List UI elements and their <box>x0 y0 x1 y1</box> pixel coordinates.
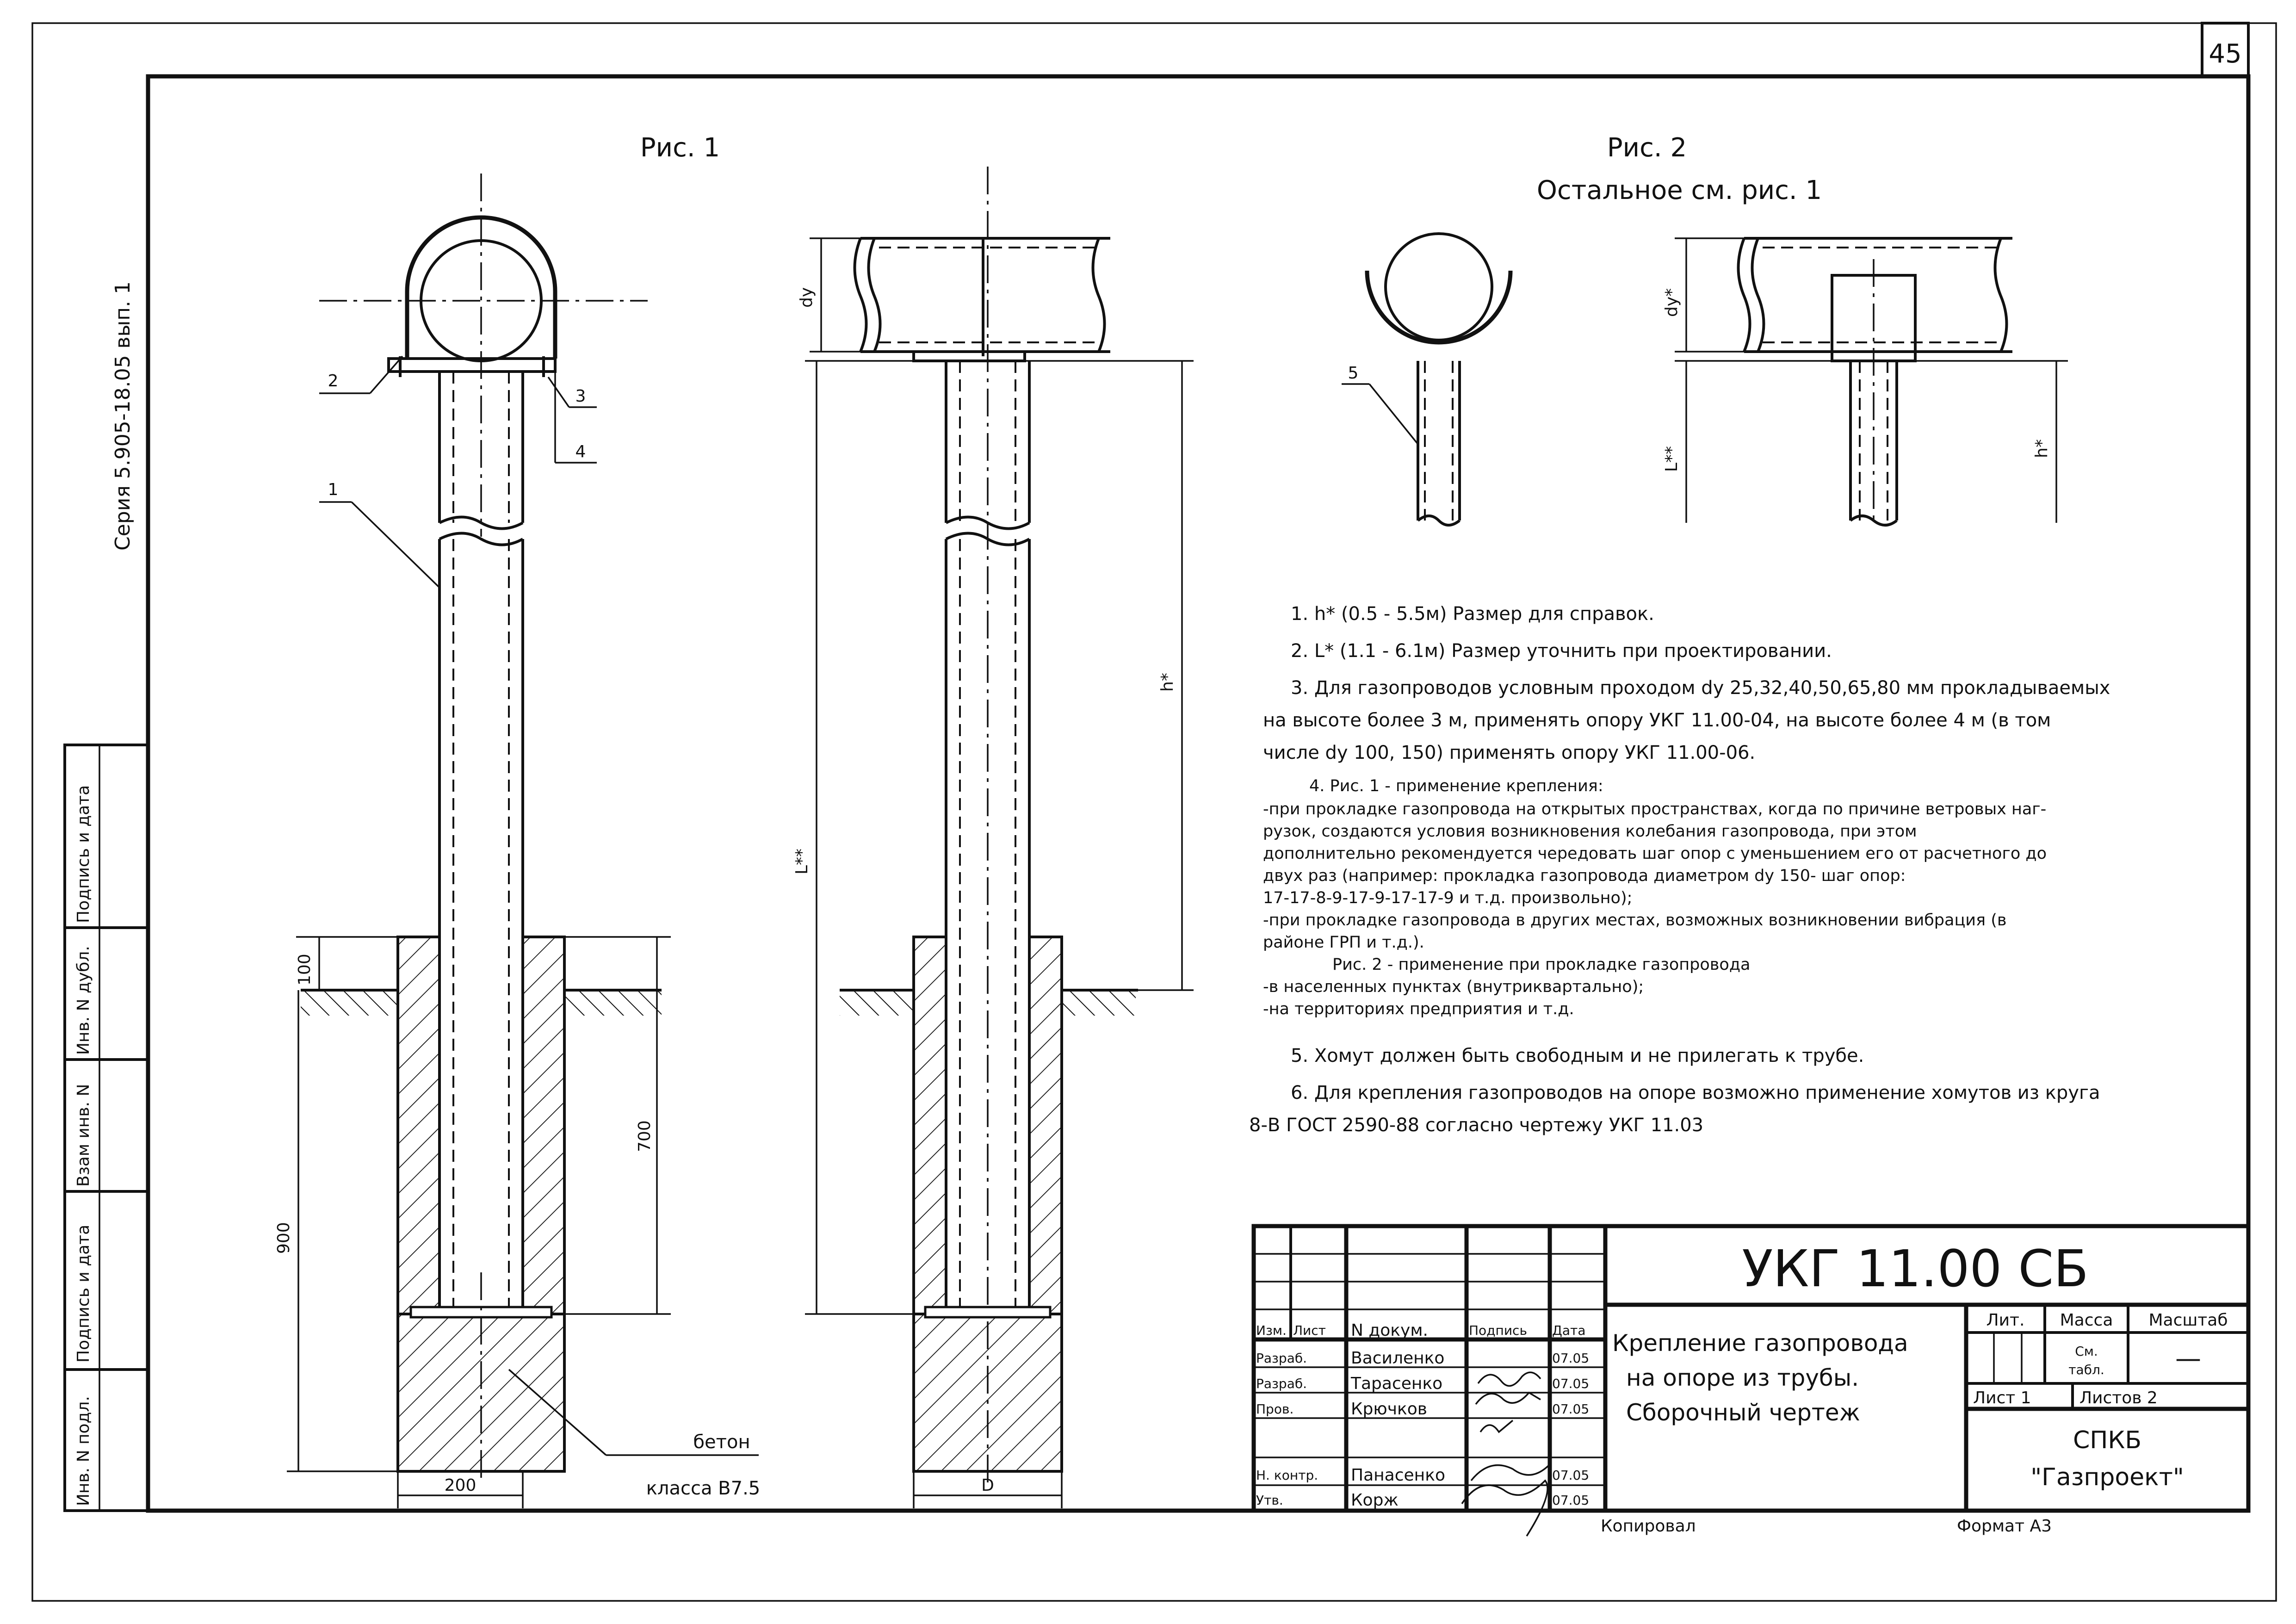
tb-row-2-role: Разраб. <box>1256 1376 1307 1391</box>
note-4-line-11: -на территориях предприятия и т.д. <box>1263 1000 1574 1018</box>
stamp-inv-podl: Инв. N подл. <box>74 1396 93 1506</box>
tb-row-2-date: 07.05 <box>1552 1376 1589 1391</box>
tb-lit: Лит. <box>1987 1311 2025 1330</box>
tb-scale-val: — <box>2175 1344 2201 1374</box>
stamp-inv-dubl: Инв. N дубл. <box>74 946 93 1055</box>
stamp-podpis-data-2: Подпись и дата <box>74 785 93 923</box>
tb-row-5-role: Н. контр. <box>1256 1468 1318 1483</box>
fig1-dim-700: 700 <box>635 1120 654 1152</box>
tb-row-1-role: Разраб. <box>1256 1351 1307 1366</box>
fig1-dim-200: 200 <box>445 1476 477 1495</box>
note-1: 1. h* (0.5 - 5.5м) Размер для справок. <box>1291 603 1654 625</box>
notes: 1. h* (0.5 - 5.5м) Размер для справок. 2… <box>1249 603 2110 1136</box>
side-dim-h: h* <box>1158 673 1177 692</box>
tb-name-3: Сборочный чертеж <box>1626 1399 1860 1426</box>
tb-row-6-date: 07.05 <box>1552 1493 1589 1508</box>
note-6-line-2: 8-В ГОСТ 2590-88 согласно чертежу УКГ 11… <box>1249 1115 1703 1136</box>
note-4-line-1: 4. Рис. 1 - применение крепления: <box>1309 777 1603 795</box>
fig1-callout-3: 3 <box>576 387 586 406</box>
tb-mass: Масса <box>2060 1311 2113 1330</box>
fig1-title: Рис. 1 <box>640 133 720 163</box>
tb-format: Формат А3 <box>1957 1517 2052 1536</box>
fig1-callout-4: 4 <box>576 442 586 461</box>
fig2-dim-L: L** <box>1662 446 1681 472</box>
tb-copied: Копировал <box>1601 1517 1696 1536</box>
concrete-label-2: класса В7.5 <box>646 1478 761 1499</box>
note-4-line-9: Рис. 2 - применение при прокладке газопр… <box>1332 955 1751 974</box>
side-dim-dy: dy <box>797 287 816 308</box>
tb-col-date: Дата <box>1552 1323 1586 1338</box>
tb-row-3-date: 07.05 <box>1552 1401 1589 1417</box>
fig2-callout-5: 5 <box>1348 364 1359 383</box>
fig2-dim-dy: dy* <box>1662 288 1681 317</box>
fig1-dim-100: 100 <box>295 954 314 986</box>
tb-row-3-role: Пров. <box>1256 1401 1293 1417</box>
title-block <box>1251 1224 2251 1537</box>
fig1-callout-1: 1 <box>328 480 339 499</box>
note-3-line-1: 3. Для газопроводов условным проходом dy… <box>1291 677 2110 699</box>
tb-mass-val-1: См. <box>2075 1344 2098 1359</box>
tb-designation: УКГ 11.00 СБ <box>1742 1239 2088 1298</box>
fig1-drawing <box>287 174 759 1508</box>
tb-col-doc: N докум. <box>1351 1321 1428 1340</box>
note-4-line-10: -в населенных пунктах (внутриквартально)… <box>1263 978 1644 996</box>
tb-col-sign: Подпись <box>1469 1323 1527 1338</box>
note-5: 5. Хомут должен быть свободным и не прил… <box>1291 1045 1864 1066</box>
side-stamp <box>63 744 149 1512</box>
stamp-podpis-data-1: Подпись и дата <box>74 1225 93 1363</box>
tb-sheet: Лист 1 <box>1973 1388 2031 1407</box>
tb-row-1-date: 07.05 <box>1552 1351 1589 1366</box>
note-6-line-1: 6. Для крепления газопроводов на опоре в… <box>1291 1082 2100 1103</box>
tb-org-1: СПКБ <box>2073 1426 2141 1454</box>
tb-col-izm: Изм. <box>1256 1323 1287 1338</box>
tb-col-list: Лист <box>1293 1323 1326 1338</box>
tb-row-5-name: Панасенко <box>1351 1466 1445 1485</box>
note-4-line-6: 17-17-8-9-17-9-17-17-9 и т.д. произвольн… <box>1263 889 1632 907</box>
tb-row-6-role: Утв. <box>1256 1493 1283 1508</box>
tb-mass-val-2: табл. <box>2068 1362 2104 1377</box>
side-view-drawing <box>805 167 1194 1508</box>
tb-name-2: на опоре из трубы. <box>1626 1364 1859 1391</box>
tb-sheets: Листов 2 <box>2079 1388 2158 1407</box>
note-2: 2. L* (1.1 - 6.1м) Размер уточнить при п… <box>1291 640 1832 662</box>
fig1-dim-900: 900 <box>274 1222 293 1254</box>
fig2-subtitle: Остальное см. рис. 1 <box>1537 175 1822 205</box>
fig1-callout-2: 2 <box>328 372 339 391</box>
fig2-front-drawing <box>1342 232 1513 527</box>
side-dim-D: D <box>981 1476 994 1495</box>
fig2-side-drawing <box>1675 237 2068 527</box>
tb-scale: Масштаб <box>2148 1311 2228 1330</box>
series-label: Серия 5.905-18.05 вып. 1 <box>111 281 135 551</box>
tb-name-1: Крепление газопровода <box>1612 1330 1908 1357</box>
fig2-dim-h: h* <box>2032 439 2051 458</box>
tb-row-6-name: Корж <box>1351 1491 1399 1510</box>
stamp-vzam-inv: Взам инв. N <box>74 1084 93 1187</box>
note-4-line-5: двух раз (например: прокладка газопровод… <box>1263 867 1906 885</box>
note-4-line-2: -при прокладке газопровода на открытых п… <box>1263 800 2046 818</box>
tb-row-3-name: Крючков <box>1351 1400 1427 1419</box>
concrete-label-1: бетон <box>693 1432 750 1453</box>
note-4-line-3: рузок, создаются условия возникновения к… <box>1263 822 1917 841</box>
note-4-line-4: дополнительно рекомендуется чередовать ш… <box>1263 844 2047 863</box>
sheet-number: 45 <box>2209 39 2241 69</box>
tb-org-2: "Газпроект" <box>2030 1463 2184 1491</box>
note-4-line-7: -при прокладке газопровода в других мест… <box>1263 911 2007 930</box>
tb-row-2-name: Тарасенко <box>1350 1374 1442 1393</box>
note-3-line-2: на высоте более 3 м, применять опору УКГ… <box>1263 710 2051 731</box>
tb-row-1-name: Василенко <box>1351 1349 1444 1368</box>
tb-row-5-date: 07.05 <box>1552 1468 1589 1483</box>
side-dim-L: L** <box>792 849 811 874</box>
note-3-line-3: числе dy 100, 150) применять опору УКГ 1… <box>1263 742 1755 763</box>
fig2-title: Рис. 2 <box>1607 133 1687 163</box>
note-4-line-8: районе ГРП и т.д.). <box>1263 933 1424 952</box>
